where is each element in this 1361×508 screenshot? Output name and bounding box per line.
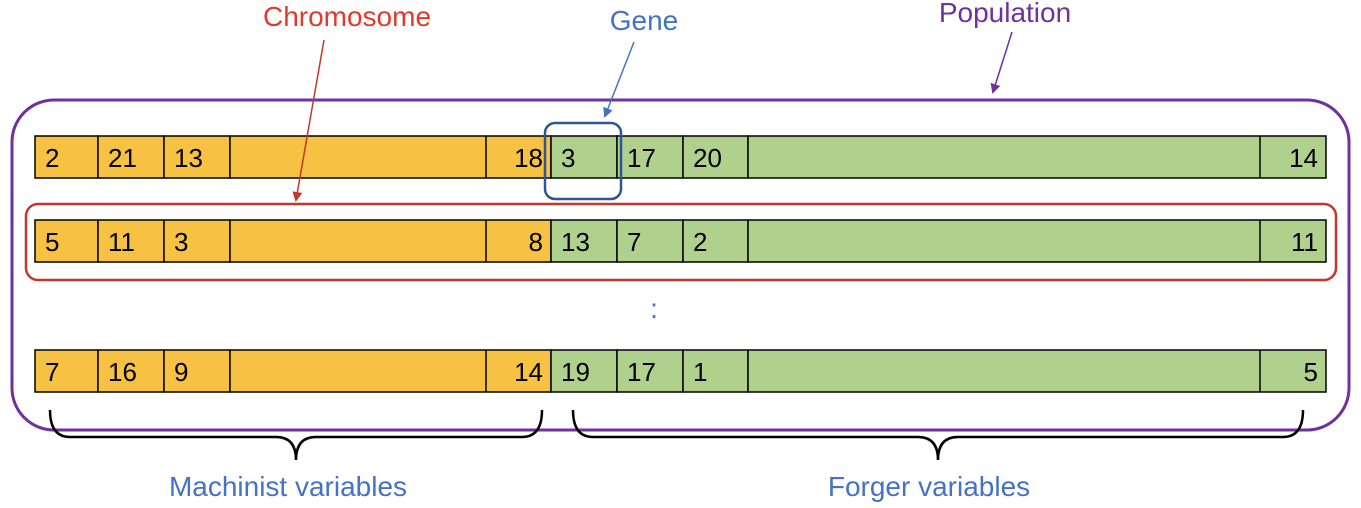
machinist-gene-value: 5 — [45, 227, 59, 257]
gene-box — [543, 121, 623, 201]
population-arrow — [990, 31, 1013, 94]
gene-arrow — [603, 41, 635, 118]
forger-cell — [747, 219, 1327, 263]
chromosome-box — [24, 202, 1338, 282]
population-label: Population — [939, 0, 1071, 28]
forger-variables-label: Forger variables — [828, 471, 1030, 502]
machinist-cell — [34, 349, 99, 393]
machinist-gene-value: 13 — [174, 143, 203, 173]
machinist-gene-value: 21 — [108, 143, 137, 173]
forger-brace — [571, 409, 1305, 461]
machinist-gene-value: 14 — [514, 357, 543, 387]
machinist-cell — [34, 135, 99, 179]
machinist-cell — [229, 219, 552, 263]
forger-gene-value: 5 — [1304, 357, 1318, 387]
forger-gene-value: 3 — [561, 143, 575, 173]
machinist-gene-value: 3 — [174, 227, 188, 257]
forger-gene-value: 11 — [1291, 227, 1318, 257]
machinist-brace — [48, 409, 544, 461]
forger-cell — [682, 135, 749, 179]
machinist-cell — [229, 135, 552, 179]
machinist-cell — [97, 349, 165, 393]
machinist-cell — [229, 349, 552, 393]
forger-gene-value: 17 — [627, 143, 656, 173]
machinist-gene-value: 7 — [45, 357, 59, 387]
ellipsis-label: : — [650, 293, 658, 324]
machinist-gene-value: 2 — [45, 143, 59, 173]
forger-cell — [550, 349, 618, 393]
machinist-gene-value: 11 — [108, 227, 135, 257]
population-box — [10, 98, 1351, 432]
machinist-variables-label: Machinist variables — [169, 471, 407, 502]
forger-cell — [550, 135, 618, 179]
forger-gene-value: 17 — [627, 357, 656, 387]
forger-gene-value: 19 — [561, 357, 590, 387]
forger-gene-value: 13 — [561, 227, 590, 257]
machinist-cell — [97, 135, 165, 179]
machinist-gene-value: 9 — [174, 357, 188, 387]
machinist-cell — [97, 219, 165, 263]
forger-gene-value: 7 — [627, 227, 641, 257]
forger-cell — [682, 349, 749, 393]
machinist-cell — [163, 349, 231, 393]
gene-label: Gene — [610, 5, 679, 36]
forger-gene-value: 20 — [693, 143, 722, 173]
forger-cell — [747, 135, 1327, 179]
forger-cell — [616, 349, 684, 393]
machinist-gene-value: 18 — [514, 143, 543, 173]
forger-cell — [616, 135, 684, 179]
machinist-cell — [34, 219, 99, 263]
machinist-gene-value: 16 — [108, 357, 137, 387]
forger-gene-value: 14 — [1289, 143, 1318, 173]
forger-cell — [616, 219, 684, 263]
forger-gene-value: 2 — [693, 227, 707, 257]
forger-cell — [682, 219, 749, 263]
chromosome-label: Chromosome — [263, 1, 431, 32]
machinist-cell — [163, 219, 231, 263]
forger-gene-value: 1 — [693, 357, 707, 387]
chromosome-arrow — [292, 39, 325, 202]
machinist-gene-value: 8 — [529, 227, 543, 257]
forger-cell — [747, 349, 1327, 393]
